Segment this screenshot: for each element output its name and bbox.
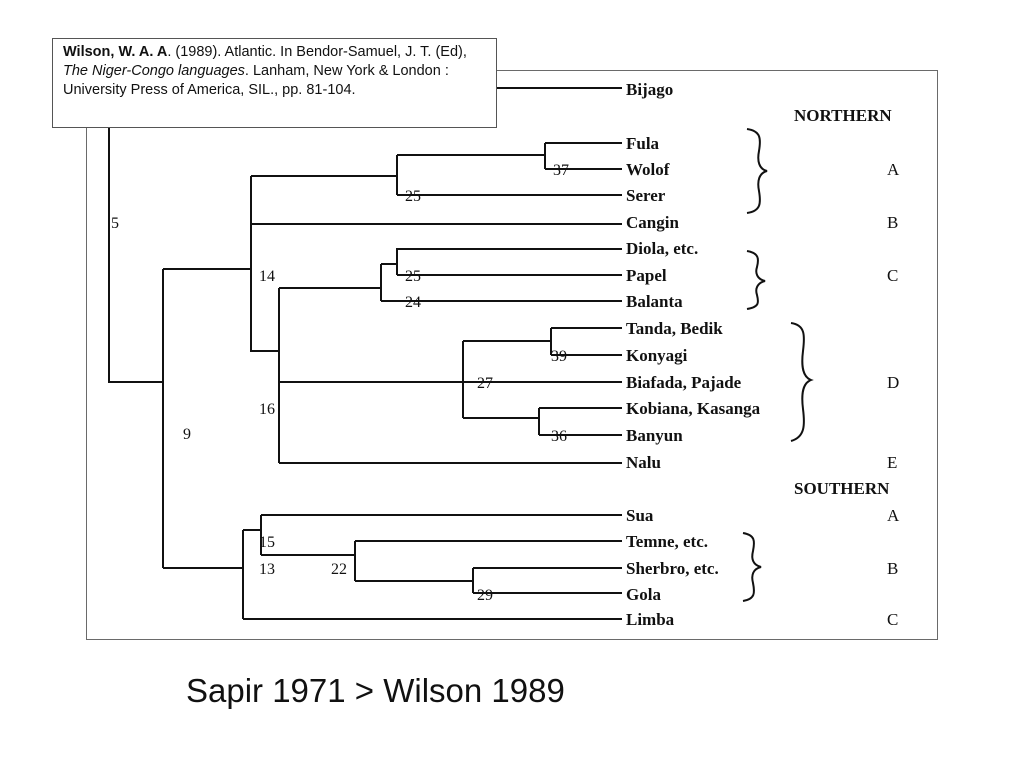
- node-numbers: 5 9 14 16 25 37 25 24 39 27 36 15 13 22 …: [111, 162, 569, 604]
- branch-root: [108, 71, 163, 383]
- node-number: 36: [551, 428, 567, 445]
- brace-north-a: [746, 128, 768, 214]
- leaf-label: Serer: [626, 186, 666, 205]
- group-letter-north-e: E: [887, 453, 897, 472]
- citation-text-1: . (1989). Atlantic. In Bendor-Samuel, J.…: [167, 44, 467, 60]
- leaf-label: Limba: [626, 610, 675, 629]
- leaf-label: Kobiana, Kasanga: [626, 399, 761, 418]
- node-number: 5: [111, 215, 119, 232]
- group-letter-north-c: C: [887, 266, 898, 285]
- node-number: 9: [183, 426, 191, 443]
- group-letter-north-a: A: [887, 160, 900, 179]
- leaf-label: Cangin: [626, 213, 679, 232]
- node-number: 29: [477, 587, 493, 604]
- brace-north-d: [790, 322, 814, 442]
- node-number: 27: [477, 375, 493, 392]
- leaf-label: Temne, etc.: [626, 532, 708, 551]
- citation-text-2: . Lanham, New York & London : University…: [63, 63, 449, 98]
- slide-caption: Sapir 1971 > Wilson 1989: [186, 672, 565, 709]
- group-braces: [742, 128, 814, 602]
- branch-node-14: [250, 176, 279, 352]
- leaf-label: Sua: [626, 506, 654, 525]
- node-number: 13: [259, 561, 275, 578]
- southern-heading: SOUTHERN: [794, 479, 890, 498]
- group-letter-north-d: D: [887, 373, 899, 392]
- node-number: 15: [259, 534, 275, 551]
- leaf-label: Tanda, Bedik: [626, 319, 723, 338]
- group-letter-south-b: B: [887, 559, 898, 578]
- leaf-labels: Bijago Fula Wolof Serer Cangin Diola, et…: [626, 80, 761, 629]
- node-number: 37: [553, 162, 569, 179]
- node-number: 25: [405, 268, 421, 285]
- leaf-label: Papel: [626, 266, 667, 285]
- node-number: 25: [405, 188, 421, 205]
- leaf-label: Gola: [626, 585, 661, 604]
- leaf-label: Biafada, Pajade: [626, 373, 742, 392]
- leaf-label: Nalu: [626, 453, 661, 472]
- node-number: 39: [551, 348, 567, 365]
- leaf-label: Sherbro, etc.: [626, 559, 719, 578]
- node-number: 14: [259, 268, 275, 285]
- citation-box: Wilson, W. A. A. (1989). Atlantic. In Be…: [52, 38, 497, 128]
- node-number: 24: [405, 294, 421, 311]
- node-number: 16: [259, 401, 275, 418]
- brace-south-b: [742, 532, 762, 602]
- tree-branches: [108, 71, 622, 620]
- branch-diola: [381, 248, 622, 265]
- tree-diagram-frame: Bijago Fula Wolof Serer Cangin Diola, et…: [86, 70, 938, 640]
- leaf-label: Konyagi: [626, 346, 688, 365]
- leaf-label: Fula: [626, 134, 660, 153]
- group-letter-south-c: C: [887, 610, 898, 629]
- node-number: 22: [331, 561, 347, 578]
- group-letters: A B C D E A B C: [887, 160, 900, 629]
- group-letter-south-a: A: [887, 506, 900, 525]
- citation-author: Wilson, W. A. A: [63, 44, 168, 60]
- leaf-label: Banyun: [626, 426, 683, 445]
- leaf-label: Bijago: [626, 80, 673, 99]
- leaf-label: Diola, etc.: [626, 239, 698, 258]
- leaf-label: Balanta: [626, 292, 683, 311]
- northern-heading: NORTHERN: [794, 106, 892, 125]
- brace-north-c: [746, 250, 766, 310]
- citation-book-title: The Niger-Congo languages: [63, 63, 245, 79]
- group-letter-north-b: B: [887, 213, 898, 232]
- leaf-label: Wolof: [626, 160, 670, 179]
- classification-tree: Bijago Fula Wolof Serer Cangin Diola, et…: [108, 71, 900, 629]
